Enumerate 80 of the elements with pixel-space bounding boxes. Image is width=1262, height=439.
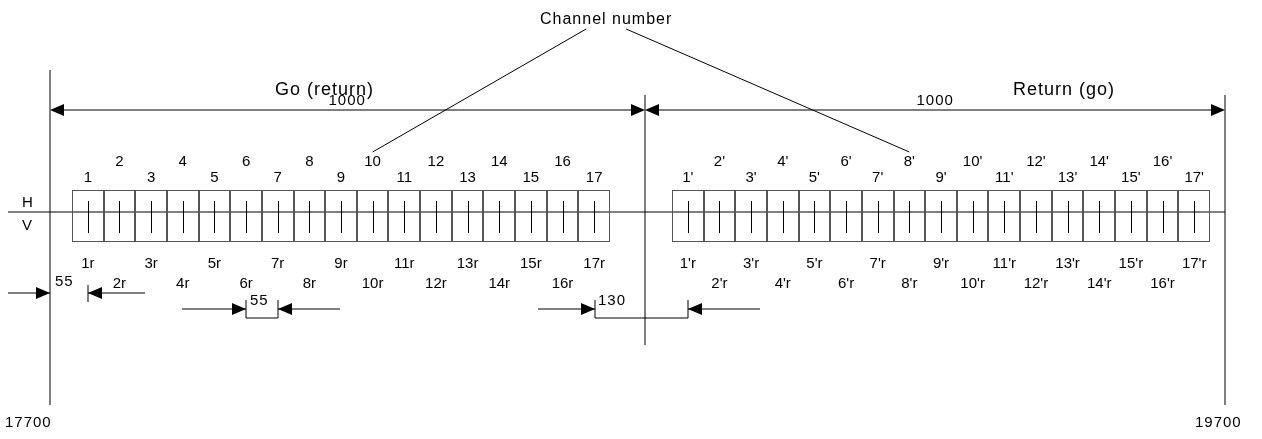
channel-number: 11 [395,168,414,186]
channel-number: 9'r [931,254,951,272]
channel-number: 8r [301,274,317,292]
channel-number: 5' [807,168,821,186]
channel-number: 13r [455,254,480,272]
channel-number: 13' [1056,168,1079,186]
channel-number: 7r [270,254,286,272]
channel-number: 5'r [805,254,824,272]
channel-number: 2 [114,152,125,170]
channel-number: 10r [360,274,385,292]
polarization-label: V [22,216,33,234]
channel-number: 13'r [1054,254,1081,272]
channel-number: 6'r [836,274,856,292]
channel-number: 1r [80,254,96,272]
channel-number: 14r [487,274,512,292]
frequency-label: 17700 [5,413,52,431]
channel-number: 17'r [1180,254,1208,272]
dimension-label: 55 [250,291,269,309]
channel-number: 9 [335,168,347,186]
channel-number: 9r [333,254,349,272]
channel-number: 17' [1183,168,1205,186]
channel-number: 3 [145,168,157,186]
channel-number: 8' [902,152,916,170]
channel-number: 15' [1120,168,1142,186]
channel-number: 15r [519,254,543,272]
channel-number: 14'r [1085,274,1113,292]
dimension-label: 55 [55,272,74,290]
channel-number: 17r [582,254,606,272]
channel-number: 16' [1151,152,1174,170]
channel-number: 11' [994,168,1015,186]
channel-number: 16r [550,274,575,292]
channel-number: 11'r [991,254,1017,272]
channel-number: 7'r [868,254,887,272]
channel-number: 4r [175,274,191,292]
channel-number: 2r [111,274,128,292]
channel-number: 4 [177,152,188,170]
channel-number: 3'r [742,254,761,272]
channel-number: 1' [681,168,695,186]
channel-number: 1'r [678,254,697,272]
channel-number: 14 [489,152,509,170]
dimension-label: 130 [598,291,627,309]
channel-number: 10 [363,152,382,170]
channel-number: 4'r [773,274,792,292]
channel-number: 7' [871,168,885,186]
frequency-label: 19700 [1195,413,1242,431]
channel-number: 11r [393,254,416,272]
channel-number: 3r [143,254,159,272]
channel-number: 8 [304,152,315,170]
channel-number: 12' [1025,152,1047,170]
channel-number: 16 [553,152,572,170]
channel-number: 15'r [1117,254,1145,272]
channel-number: 13 [458,168,477,186]
channel-number: 14' [1088,152,1110,170]
channel-number: 12 [426,152,446,170]
channel-number: 5r [206,254,223,272]
channel-number: 15 [521,168,541,186]
channel-number: 12'r [1022,274,1050,292]
channel-number: 12r [424,274,448,292]
channel-number: 2' [712,152,727,170]
channel-number: 8'r [900,274,919,292]
dimension-label: 1000 [916,91,954,109]
channel-number: 6 [240,152,252,170]
channel-number: 10' [961,152,984,170]
channel-number: 4' [776,152,790,170]
channel-number: 17 [584,168,604,186]
channel-number: 5 [209,168,220,186]
channel-number: 6r [238,274,254,292]
channel-number: 1 [82,168,93,186]
channel-number: 3' [744,168,758,186]
channel-number: 2'r [710,274,729,292]
channel-number: 6' [839,152,853,170]
leader-line [372,28,587,153]
channel-number: 9' [934,168,948,186]
polarization-label: H [22,193,34,211]
section-title: Return (go) [1013,80,1116,98]
leader-line [625,28,910,153]
channel-number: 10'r [959,274,986,292]
channel-number: 7 [272,168,283,186]
callout-text: Channel number [540,10,673,28]
channel-number: 16'r [1149,274,1176,292]
